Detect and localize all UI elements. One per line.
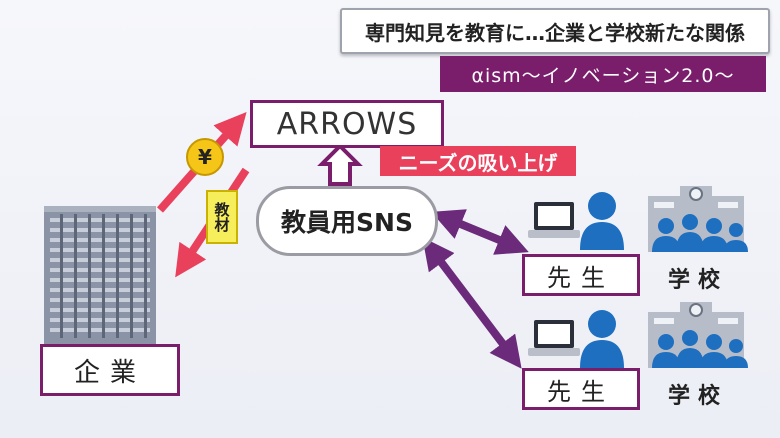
arrow-sns-teacher2 — [422, 237, 522, 369]
up-arrow — [317, 143, 363, 186]
person-icon — [580, 192, 624, 250]
arrows-box: ARROWS — [250, 100, 444, 148]
school-label-1: 学校 — [668, 268, 729, 293]
laptop-icon — [528, 202, 580, 238]
subheadline: αism〜イノベーション2.0〜 — [440, 56, 766, 92]
students-icon — [652, 214, 748, 252]
headline: 専門知見を教育に…企業と学校新たな関係 — [340, 8, 770, 54]
material-label: 教材 — [206, 190, 238, 244]
needs-label: ニーズの吸い上げ — [380, 146, 576, 176]
arrow-sns-teacher1 — [431, 209, 529, 255]
laptop-icon — [528, 320, 580, 356]
school-label-2: 学校 — [668, 384, 729, 409]
company-label: 企業 — [40, 344, 180, 396]
students-icon — [652, 330, 748, 368]
teacher-label-1: 先生 — [522, 254, 640, 296]
yen-coin-icon: ¥ — [186, 138, 224, 176]
teacher-label-2: 先生 — [522, 368, 640, 410]
building-icon — [44, 206, 156, 344]
person-icon — [580, 310, 624, 368]
sns-bubble: 教員用SNS — [256, 186, 438, 256]
